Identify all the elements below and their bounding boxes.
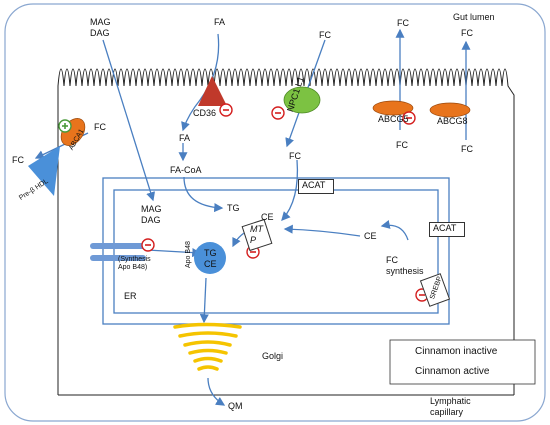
tg-ce-particle-label: TG CE: [204, 248, 217, 269]
gut-lumen-label: Gut lumen: [453, 12, 495, 22]
arrow-fc-to-ce: [281, 159, 299, 221]
arrow-fa-entry: [181, 33, 220, 132]
cd36-label: CD36: [193, 108, 217, 118]
arrow-fc-synth-to-ce: [380, 220, 409, 241]
abcg8-transporter: [429, 102, 471, 118]
ce-er-label: CE: [261, 212, 274, 222]
acat-top-box: [298, 179, 334, 194]
fa-top-label: FA: [214, 17, 226, 27]
arrow-facoa-to-tg: [183, 176, 224, 213]
qm-label: QM: [228, 401, 243, 411]
golgi-label: Golgi: [262, 351, 284, 361]
fc-abcg8-bottom-label: FC: [461, 144, 473, 154]
lymphatic-label: Lymphatic capillary: [430, 396, 471, 417]
fc-abcg5-bottom-label: FC: [396, 140, 408, 150]
acat-right-box: [429, 222, 465, 237]
cd36-transporter: [198, 76, 227, 106]
legend-active-label: Cinnamon active: [415, 366, 490, 377]
ribosome-bars: [90, 243, 146, 261]
golgi-stack: [173, 322, 242, 371]
npc1l1-transporter: [283, 86, 321, 114]
apob48-label: Apo B48: [185, 241, 192, 268]
microvilli-border: [57, 68, 515, 395]
outer-border: [4, 3, 546, 422]
abcg5-label: ABCG5: [378, 114, 409, 124]
ce-right-label: CE: [364, 231, 377, 241]
synthesis-apob48-label: (Synthesis Apo B48): [118, 256, 151, 271]
arrow-apob48: [146, 248, 202, 258]
legend-inactive-label: Cinnamon inactive: [415, 346, 498, 357]
fc-abca1-right-label: FC: [94, 122, 106, 132]
er-inner: [113, 189, 439, 314]
acat-right-label: ACAT: [433, 223, 457, 233]
acat-top-label: ACAT: [302, 180, 326, 190]
tg-er-label: TG: [227, 203, 240, 213]
fc-abca1-left-label: FC: [12, 155, 24, 165]
pre-beta-hdl-shape: [28, 146, 60, 196]
fc-synthesis-label: FC synthesis: [386, 255, 424, 276]
fc-right-top-label: FC: [461, 28, 473, 38]
tg-ce-particle: [194, 242, 226, 274]
arrow-mag-dag: [102, 39, 156, 202]
arrow-ce-recycle: [283, 224, 361, 237]
mtp-label: MT P: [250, 224, 263, 245]
legend-box: [389, 339, 536, 385]
fc-gut-label: FC: [397, 18, 409, 28]
er-label: ER: [124, 291, 137, 301]
abcg8-label: ABCG8: [437, 116, 468, 126]
mag-dag-er-label: MAG DAG: [141, 204, 162, 225]
arrow-golgi-to-qm: [207, 377, 226, 406]
arrow-particle-to-golgi: [199, 277, 209, 324]
fc-top-label: FC: [319, 30, 331, 40]
er-outer: [102, 177, 450, 325]
fc-mid-label: FC: [289, 151, 301, 161]
mag-dag-top-label: MAG DAG: [90, 17, 111, 38]
abcg5-transporter: [372, 100, 414, 116]
fa-mid-label: FA: [179, 133, 191, 143]
fa-coa-label: FA-CoA: [170, 165, 202, 175]
